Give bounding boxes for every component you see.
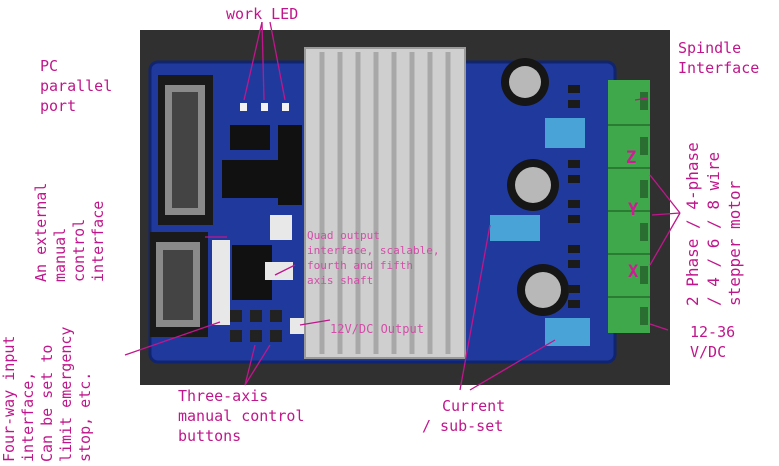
label-line: control — [70, 218, 88, 282]
label-line: parallel — [40, 77, 113, 95]
pointer-lines — [124, 21, 681, 391]
label-12v-output: 12V/DC Output — [330, 322, 424, 336]
label-work-led: work LED — [226, 5, 299, 23]
label-quad-output: Quad output interface, scalable, fourth … — [307, 228, 439, 288]
label-line: interface, scalable, — [307, 244, 440, 257]
label-line: 2 Phase / 4-phase — [683, 142, 702, 306]
label-current-subset: Current / sub-set — [422, 396, 505, 436]
parallel-port-top — [158, 75, 213, 225]
ic-chip — [278, 125, 302, 205]
label-line: Can be set to — [38, 344, 56, 462]
label-line: Quad output — [307, 229, 380, 242]
connector-white — [270, 215, 292, 240]
label-line: buttons — [178, 427, 242, 445]
label-line: interface, — [19, 371, 37, 462]
heatsink — [304, 47, 466, 359]
label-line: Current — [442, 397, 506, 415]
label-voltage: 12-36 V/DC — [690, 322, 735, 362]
capacitor — [501, 58, 549, 106]
ic-chip — [222, 160, 282, 198]
label-line: An external — [32, 182, 50, 282]
capacitor — [507, 159, 559, 211]
label-external-manual: An external manual control interface — [32, 183, 108, 282]
manual-buttons — [230, 310, 282, 342]
label-line: manual control — [178, 407, 305, 425]
label-line: Four-way input — [0, 335, 18, 462]
axis-label-y: Y — [628, 200, 639, 220]
axis-label-z: Z — [626, 148, 637, 168]
led — [282, 103, 289, 111]
label-line: port — [40, 97, 77, 115]
label-line: interface — [89, 200, 107, 282]
diode-array — [568, 85, 580, 308]
led — [240, 103, 247, 111]
label-spindle: Spindle Interface — [678, 38, 759, 78]
connector-white — [212, 240, 230, 325]
label-line: Interface — [678, 59, 760, 77]
terminal-block-green — [608, 80, 650, 333]
label-line: / 4 / 6 / 8 wire — [704, 151, 723, 306]
led — [261, 103, 268, 111]
axis-label-x: X — [628, 262, 639, 282]
label-line: Spindle — [678, 39, 742, 57]
label-three-axis: Three-axis manual control buttons — [178, 386, 304, 446]
label-pc-port: PC parallel port — [40, 56, 112, 116]
label-line: Three-axis — [178, 387, 269, 405]
capacitor — [517, 264, 569, 316]
label-line: stepper motor — [725, 180, 744, 306]
label-line: V/DC — [690, 343, 727, 361]
dip-switch — [490, 215, 540, 241]
label-line: PC — [40, 57, 59, 75]
label-line: axis shaft — [307, 274, 374, 287]
parallel-port-bottom — [150, 232, 208, 337]
label-line: limit emergency — [57, 326, 75, 462]
label-line: manual — [51, 227, 69, 282]
label-stepper-motor: 2 Phase / 4-phase / 4 / 6 / 8 wire stepp… — [682, 142, 745, 306]
label-line: fourth and fifth — [307, 259, 413, 272]
label-four-way-input: Four-way input interface, Can be set to … — [0, 327, 95, 462]
label-line: / sub-set — [422, 417, 504, 435]
label-line: stop, etc. — [76, 371, 94, 462]
dip-switch — [545, 118, 585, 148]
ic-chip — [230, 125, 270, 150]
connector-white — [265, 262, 293, 280]
label-line: 12-36 — [690, 323, 736, 341]
